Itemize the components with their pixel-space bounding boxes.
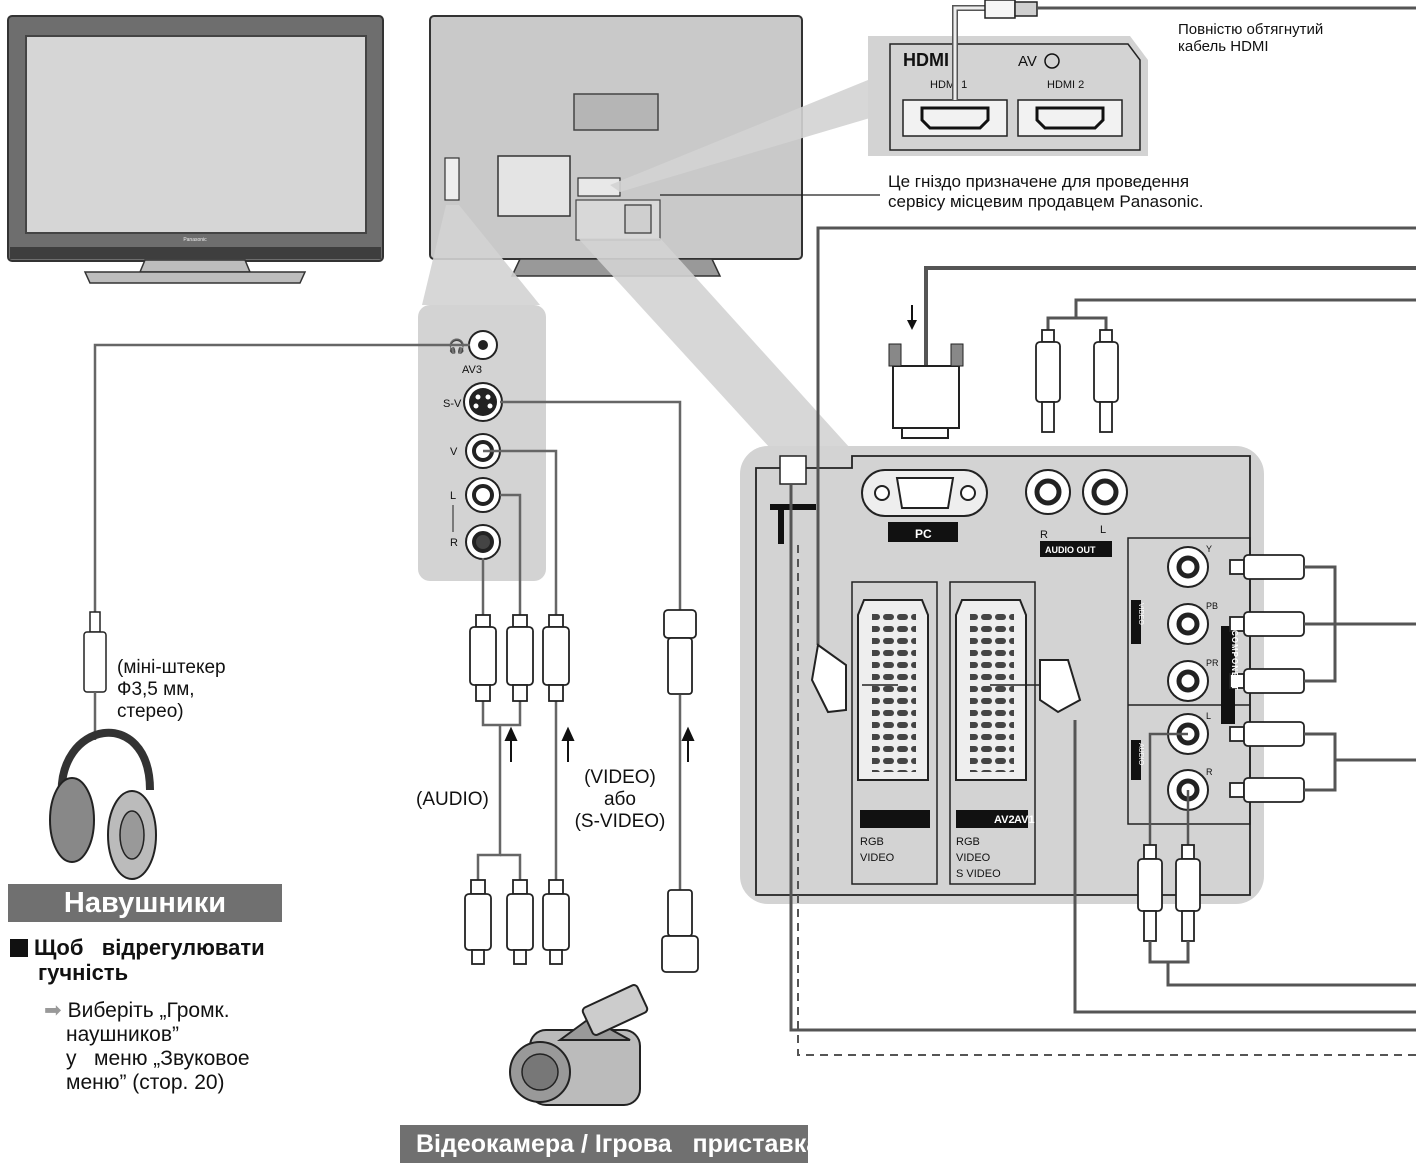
up-arrows bbox=[504, 726, 695, 762]
audio-cable-label: (AUDIO) bbox=[416, 789, 489, 810]
av3-label: AV3 bbox=[462, 364, 482, 376]
instruction-line2: наушников” bbox=[66, 1023, 179, 1047]
video-label-line2: або bbox=[603, 788, 637, 810]
pc-cable bbox=[888, 266, 1416, 439]
volume-subheading: Щоб відрегулювати гучність bbox=[10, 935, 265, 986]
audio-out-label: AUDIO OUT bbox=[1045, 545, 1096, 555]
hdmi-callout: HDMI AV HDMI 1 HDMI 2 bbox=[868, 36, 1148, 156]
headphone-plug-note: (міні-штекер Ф3,5 мм, стерео) bbox=[117, 657, 226, 723]
arrow-right-icon: ➡ bbox=[44, 999, 62, 1022]
side-av-panel: 🎧 AV3 S-V V L R bbox=[418, 305, 546, 581]
audio-lr-plugs bbox=[1137, 732, 1416, 987]
hdmi-cable-note-line1: Повністю обтягнутий bbox=[1178, 21, 1324, 38]
video-vertical-label: VIDEO bbox=[1137, 603, 1144, 625]
component-plugs bbox=[1229, 554, 1416, 803]
v-label: V bbox=[450, 446, 458, 458]
av1-rgb-label: RGB bbox=[860, 836, 884, 848]
rca-plugs-lower bbox=[464, 879, 699, 973]
hdmi2-label: HDMI 2 bbox=[1047, 79, 1084, 91]
pr-label: PR bbox=[1206, 658, 1219, 668]
service-note-line1: Це гніздо призначене для проведення bbox=[888, 172, 1190, 191]
hdmi-cable-note-line2: кабель HDMI bbox=[1178, 38, 1269, 56]
hdmi-cable-note: Повністю обтягнутий кабель HDMI bbox=[1178, 21, 1323, 56]
av1-label: AV1 bbox=[1014, 814, 1035, 826]
square-bullet-icon bbox=[10, 939, 28, 957]
instruction-line3: у меню „Звуковое bbox=[66, 1047, 250, 1071]
rear-panel bbox=[740, 446, 1264, 904]
headphones-heading: Навушники bbox=[8, 884, 282, 922]
instruction-line4: меню” (стор. 20) bbox=[66, 1071, 225, 1095]
pc-port-label: PC bbox=[915, 527, 932, 541]
pb-label: PB bbox=[1206, 601, 1218, 611]
instruction-line1: Виберіть „Громк. bbox=[67, 999, 230, 1022]
hdmi1-label: HDMI 1 bbox=[930, 79, 967, 91]
tv-brand-logo: Panasonic bbox=[183, 237, 207, 243]
sv-label: S-V bbox=[443, 398, 462, 410]
audio-out-plugs bbox=[1035, 298, 1416, 433]
plug-note-line1: (міні-штекер bbox=[117, 657, 226, 678]
video-label-line1: (VIDEO) bbox=[584, 767, 656, 788]
av1-video-label: VIDEO bbox=[860, 852, 895, 864]
r-input-label: R bbox=[1206, 767, 1213, 777]
l-input-label: L bbox=[1206, 711, 1211, 721]
av-label: AV bbox=[1018, 53, 1037, 70]
hdmi-logo: HDMI bbox=[903, 50, 949, 70]
av2-svideo-label: S VIDEO bbox=[956, 868, 1001, 880]
camcorder-image bbox=[509, 984, 649, 1106]
headphone-plug bbox=[83, 611, 107, 740]
video-label-line3: (S-VIDEO) bbox=[574, 810, 666, 832]
y-label: Y bbox=[1206, 544, 1212, 554]
plug-note-line2: Ф3,5 мм, bbox=[117, 678, 195, 700]
r-label: R bbox=[450, 537, 458, 549]
subtitle-line1: Щоб відрегулювати bbox=[34, 935, 265, 960]
headphones-image bbox=[49, 728, 157, 880]
video-cable-label: (VIDEO) або (S-VIDEO) bbox=[566, 767, 674, 833]
audio-out-l-label: L bbox=[1100, 524, 1106, 536]
service-socket-note: Це гніздо призначене для проведення серв… bbox=[888, 172, 1204, 211]
component-label: COMPONENT bbox=[1230, 630, 1239, 691]
plug-note-line3: стерео) bbox=[117, 700, 184, 722]
l-label: L bbox=[450, 490, 456, 502]
subtitle-line2: гучність bbox=[38, 960, 129, 986]
volume-instruction: ➡Виберіть „Громк. наушников” у меню „Зву… bbox=[44, 999, 250, 1096]
headphone-jack-icon: 🎧 bbox=[448, 338, 465, 355]
rca-plugs-upper bbox=[469, 609, 697, 702]
av2-video-label: VIDEO bbox=[956, 852, 991, 864]
audio-out-r-label: R bbox=[1040, 529, 1048, 541]
av2-label: AV2 bbox=[994, 814, 1015, 826]
audio-vertical-label: AUDIO bbox=[1137, 743, 1144, 766]
av2-rgb-label: RGB bbox=[956, 836, 980, 848]
camcorder-heading: Відеокамера / Ігрова приставка bbox=[400, 1125, 808, 1163]
service-note-line2: сервісу місцевим продавцем Panasonic. bbox=[888, 191, 1204, 211]
tv-front: Panasonic bbox=[7, 15, 384, 284]
